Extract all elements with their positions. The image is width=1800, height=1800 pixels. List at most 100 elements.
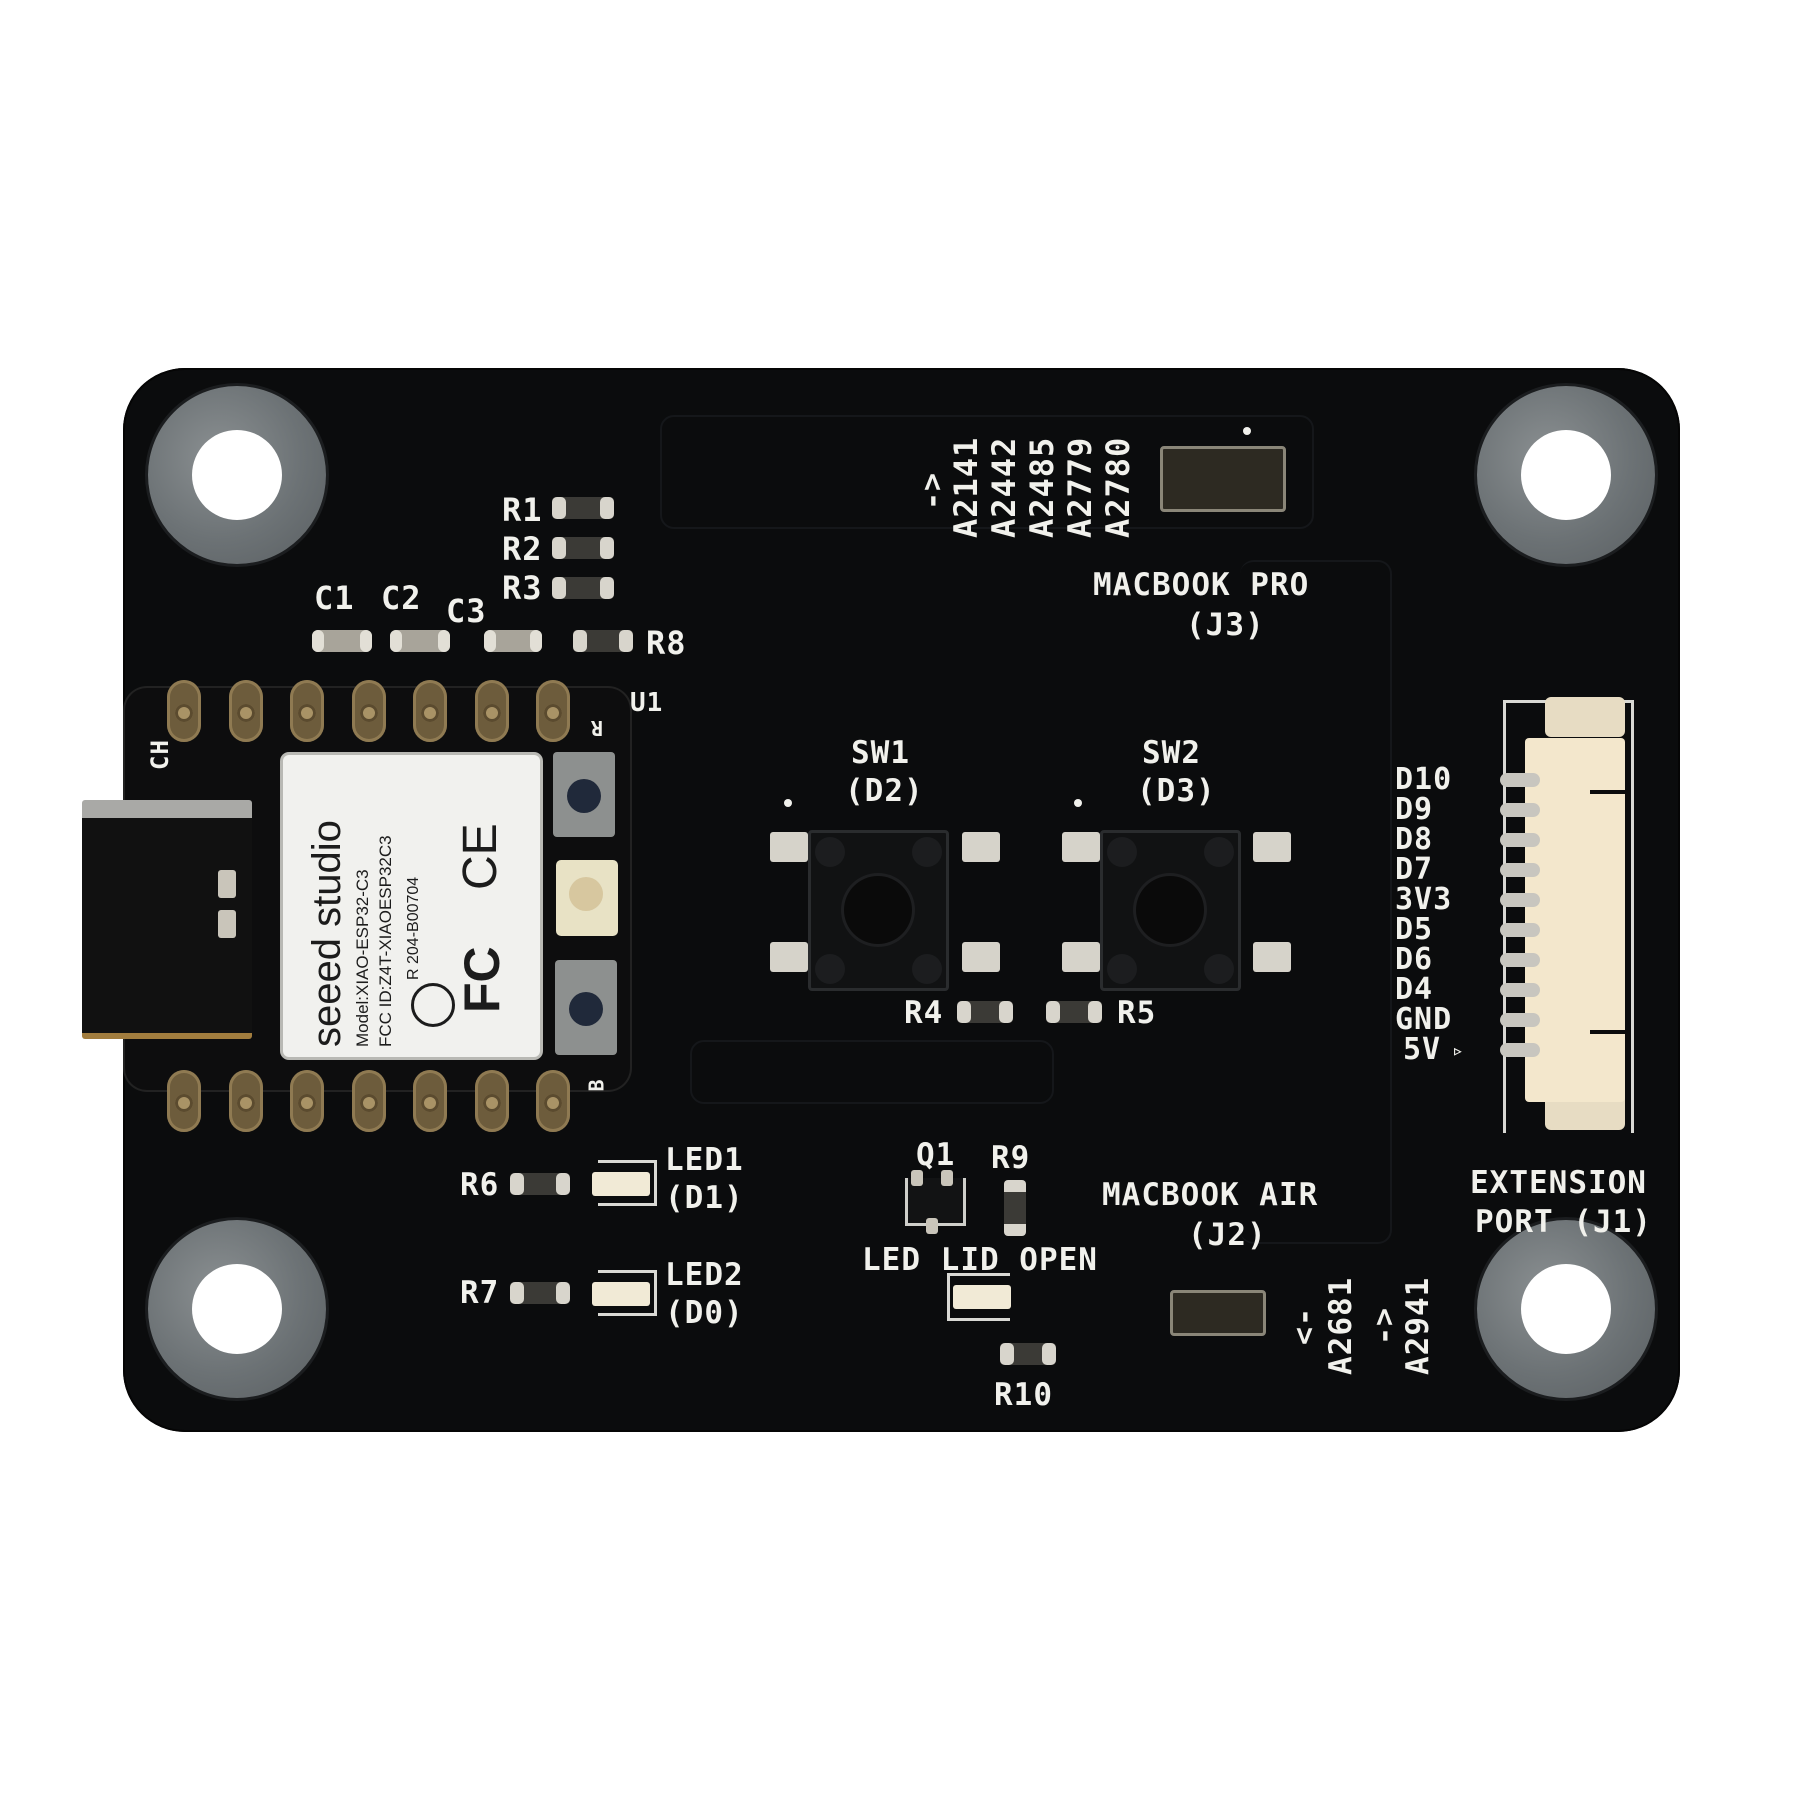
led2-label: LED2	[665, 1257, 744, 1293]
r9-label: R9	[991, 1140, 1031, 1176]
j3-model-a2780: A2780	[1099, 436, 1137, 538]
led1-label: LED1	[665, 1142, 744, 1178]
resistor-r2	[552, 537, 614, 559]
sw2-pin1-dot	[1074, 799, 1082, 807]
j1-pin	[1500, 863, 1540, 877]
led1	[592, 1172, 650, 1196]
resistor-r3	[552, 577, 614, 599]
j1-pin-3v3: 3V3	[1395, 882, 1453, 917]
header-pin	[229, 680, 263, 742]
header-pin	[475, 680, 509, 742]
sw2-pad	[1062, 942, 1100, 972]
j1-pin-d6: D6	[1395, 942, 1434, 977]
sw1-pin1-dot	[784, 799, 792, 807]
j1-pin	[1500, 1013, 1540, 1027]
mounting-hole-top-left	[148, 386, 326, 564]
sw1-label: SW1	[851, 735, 910, 771]
header-pin	[536, 1070, 570, 1132]
pcb-trace	[660, 415, 1314, 529]
j3-connector[interactable]	[1160, 446, 1286, 512]
j2-model-a2941: A2941	[1400, 1276, 1436, 1375]
boot-button-cap	[569, 992, 603, 1026]
c2-label: C2	[381, 579, 422, 617]
pin1-dot	[1243, 427, 1251, 435]
fcc-mark: FC	[454, 946, 510, 1013]
sw2-tactile-switch[interactable]	[1100, 830, 1241, 991]
j1-pin-d9: D9	[1395, 792, 1434, 827]
header-pin	[229, 1070, 263, 1132]
r8-label: R8	[646, 624, 687, 662]
j3-title: MACBOOK PRO	[1093, 567, 1310, 603]
led2-pin-label: (D0)	[665, 1295, 744, 1331]
antenna-connector	[556, 860, 618, 936]
resistor-r5	[1046, 1001, 1102, 1023]
j1-pin	[1500, 953, 1540, 967]
sw2-pad	[1062, 832, 1100, 862]
j1-polarity-bar	[1590, 790, 1625, 794]
q1-pad	[926, 1218, 938, 1234]
j1-pin	[1500, 1043, 1540, 1057]
sw1-tactile-switch[interactable]	[808, 830, 949, 991]
j3-model-a2485: A2485	[1023, 436, 1061, 538]
header-pin	[167, 1070, 201, 1132]
reset-button-label: R	[590, 716, 604, 740]
j3-arrow: ->	[915, 471, 950, 510]
header-pin	[352, 680, 386, 742]
brand-seeed-studio: seeed studio	[305, 820, 349, 1047]
r4-label: R4	[904, 995, 944, 1031]
j1-pin-5v: 5V	[1403, 1032, 1442, 1067]
resistor-r7	[510, 1282, 570, 1304]
j1-top-latch	[1545, 697, 1625, 737]
mounting-hole-top-right	[1477, 386, 1655, 564]
boot-button[interactable]	[555, 960, 617, 1055]
sw1-pad	[770, 832, 808, 862]
header-pin	[475, 1070, 509, 1132]
j2-connector[interactable]	[1170, 1290, 1266, 1336]
r6-label: R6	[460, 1167, 500, 1203]
j1-pin	[1500, 923, 1540, 937]
sw1-pad	[962, 832, 1000, 862]
j1-pin-gnd: GND	[1395, 1002, 1453, 1037]
sw2-button-cap	[1136, 876, 1204, 944]
q1-pad	[911, 1170, 923, 1186]
j1-pin	[1500, 983, 1540, 997]
reset-button[interactable]	[553, 752, 615, 837]
capacitor-c2	[390, 630, 450, 652]
j1-pin-d8: D8	[1395, 822, 1434, 857]
sw1-pad	[962, 942, 1000, 972]
j1-ref: PORT (J1)	[1475, 1204, 1652, 1240]
rf-shield: seeed studio Model:XIAO-ESP32-C3 FCC ID:…	[283, 755, 540, 1057]
j1-pin-d10: D10	[1395, 762, 1453, 797]
lid-led-outline	[947, 1273, 1010, 1321]
j1-jst-connector[interactable]	[1525, 738, 1625, 1102]
pcb-trace	[690, 1040, 1054, 1104]
usb-c-contact	[218, 870, 236, 898]
cert-text: R 204-B00704	[405, 876, 422, 980]
j1-pin	[1500, 773, 1540, 787]
r3-label: R3	[502, 569, 543, 607]
j1-pin	[1500, 893, 1540, 907]
j2-model-a2681: A2681	[1323, 1276, 1359, 1375]
r1-label: R1	[502, 491, 543, 529]
header-pin	[536, 680, 570, 742]
r5-label: R5	[1117, 995, 1157, 1031]
mounting-hole-bottom-left	[148, 1220, 326, 1398]
mounting-hole-bottom-right	[1477, 1220, 1655, 1398]
j3-ref: (J3)	[1186, 607, 1265, 643]
c3-label: C3	[446, 592, 487, 630]
lid-led-label: LED LID OPEN	[862, 1242, 1098, 1278]
sw2-pin-label: (D3)	[1137, 773, 1216, 809]
j1-polarity-bar	[1590, 1030, 1625, 1034]
pcb-trace	[1240, 560, 1392, 1244]
j2-arrow-left: <-	[1287, 1306, 1322, 1345]
sw2-pad	[1253, 832, 1291, 862]
j1-title: EXTENSION	[1470, 1165, 1647, 1201]
model-text: Model:XIAO-ESP32-C3	[353, 869, 372, 1047]
r2-label: R2	[502, 530, 543, 568]
fcc-id-text: FCC ID:Z4T-XIAOESP32C3	[376, 835, 395, 1047]
j1-pin	[1500, 833, 1540, 847]
c1-label: C1	[314, 579, 355, 617]
resistor-r9	[1004, 1180, 1026, 1236]
j1-pin-d7: D7	[1395, 852, 1434, 887]
j3-model-a2779: A2779	[1061, 436, 1099, 538]
